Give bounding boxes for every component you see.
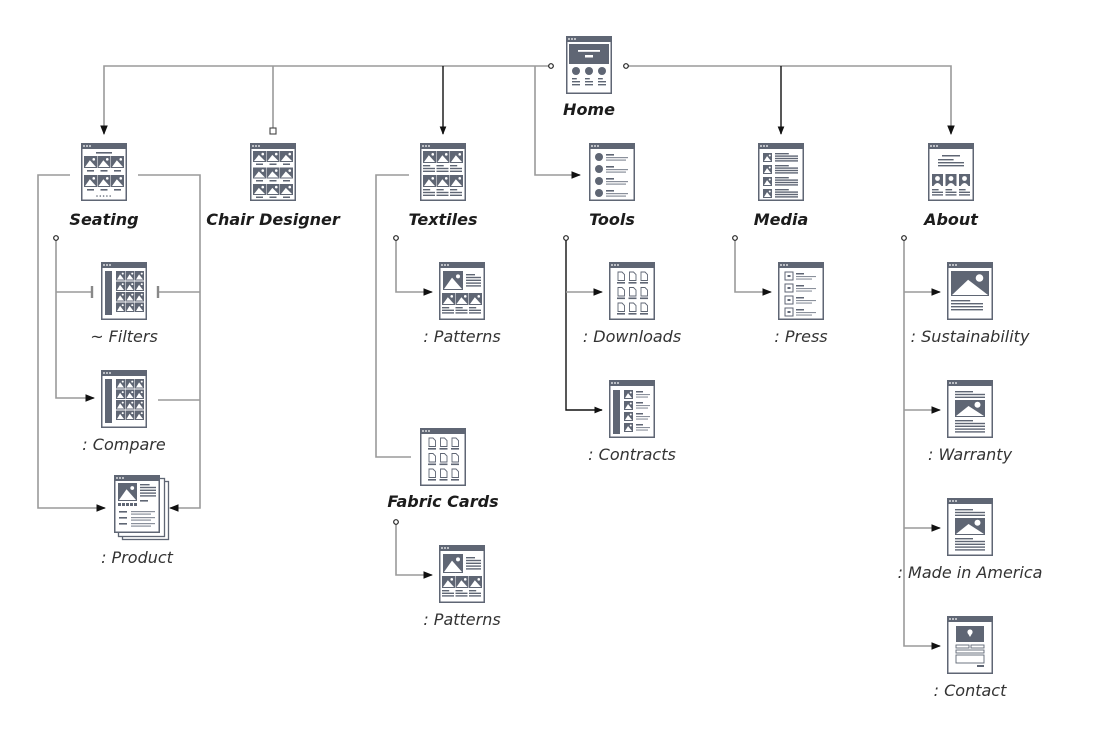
sidebar-gallery-page-icon[interactable]: [101, 262, 147, 320]
page-label-compare[interactable]: : Compare: [82, 435, 166, 454]
connector-home-seating: [100, 65, 551, 135]
connector-seating-product-left: [37, 174, 106, 512]
page-label-contact[interactable]: : Contact: [933, 681, 1007, 700]
document-grid-page-icon[interactable]: [420, 428, 466, 486]
bullet-list-page-icon[interactable]: [589, 143, 635, 201]
home-right-port: [623, 63, 629, 69]
image-grid-page-icon[interactable]: [250, 143, 296, 201]
gallery-text-page-icon[interactable]: [420, 143, 466, 201]
image-list-page-icon[interactable]: [758, 143, 804, 201]
connector-seating-product-right: [138, 174, 201, 512]
page-icons: [81, 36, 993, 674]
section-label-about[interactable]: About: [924, 210, 978, 229]
feature-gallery-page-icon[interactable]: [439, 545, 485, 603]
connector-fabric-cards-patterns: [395, 522, 433, 579]
connector-origin-dot: [393, 519, 399, 525]
page-label-downloads[interactable]: : Downloads: [582, 327, 682, 346]
connector-tools-contracts: [565, 238, 603, 414]
map-form-page-icon[interactable]: [947, 616, 993, 674]
section-label-tools[interactable]: Tools: [589, 210, 635, 229]
connector-media-press: [734, 238, 772, 296]
document-grid-page-icon[interactable]: [609, 262, 655, 320]
page-label-press[interactable]: : Press: [774, 327, 828, 346]
connector-home-tools: [534, 66, 581, 179]
team-page-icon[interactable]: [928, 143, 974, 201]
sidebar-gallery-page-icon[interactable]: [101, 370, 147, 428]
page-label-sustainability[interactable]: : Sustainability: [910, 327, 1030, 346]
connector-origin-dot: [901, 235, 907, 241]
feature-gallery-page-icon[interactable]: [439, 262, 485, 320]
page-label-made-in-america[interactable]: : Made in America: [897, 563, 1043, 582]
connector-end-square: [269, 127, 277, 135]
connector-about-contact: [903, 238, 941, 650]
connector-textiles-fabric-cards: [375, 174, 411, 458]
connector-origin-dot: [53, 235, 59, 241]
stacked-product-pages-icon[interactable]: [114, 475, 170, 541]
connector-textiles-patterns: [395, 238, 433, 296]
home-left-port: [548, 63, 554, 69]
connector-origin-dot: [732, 235, 738, 241]
section-label-textiles[interactable]: Textiles: [408, 210, 478, 229]
page-label-filters[interactable]: ~ Filters: [90, 327, 158, 346]
connector-home-about: [626, 65, 955, 135]
hero-image-page-icon[interactable]: [947, 262, 993, 320]
gallery-grid-page-icon[interactable]: [81, 143, 127, 201]
connector-seating-compare: [55, 238, 95, 402]
page-label-patterns[interactable]: : Patterns: [423, 610, 501, 629]
page-label-warranty[interactable]: : Warranty: [927, 445, 1013, 464]
home-page-icon[interactable]: [566, 36, 612, 94]
section-label-chair-designer[interactable]: Chair Designer: [206, 210, 340, 229]
connector-origin-dot: [563, 235, 569, 241]
section-label-seating[interactable]: Seating: [69, 210, 139, 229]
home-label[interactable]: Home: [563, 100, 615, 119]
section-label-media[interactable]: Media: [753, 210, 809, 229]
page-label-product[interactable]: : Product: [101, 548, 173, 567]
article-image-page-icon[interactable]: [947, 498, 993, 556]
connector-origin-dot: [393, 235, 399, 241]
article-image-page-icon[interactable]: [947, 380, 993, 438]
sidebar-list-page-icon[interactable]: [609, 380, 655, 438]
page-label-patterns[interactable]: : Patterns: [423, 327, 501, 346]
page-label-contracts[interactable]: : Contracts: [588, 445, 676, 464]
dated-list-page-icon[interactable]: [778, 262, 824, 320]
section-label-fabric-cards[interactable]: Fabric Cards: [387, 492, 499, 511]
connectors: [37, 63, 955, 650]
